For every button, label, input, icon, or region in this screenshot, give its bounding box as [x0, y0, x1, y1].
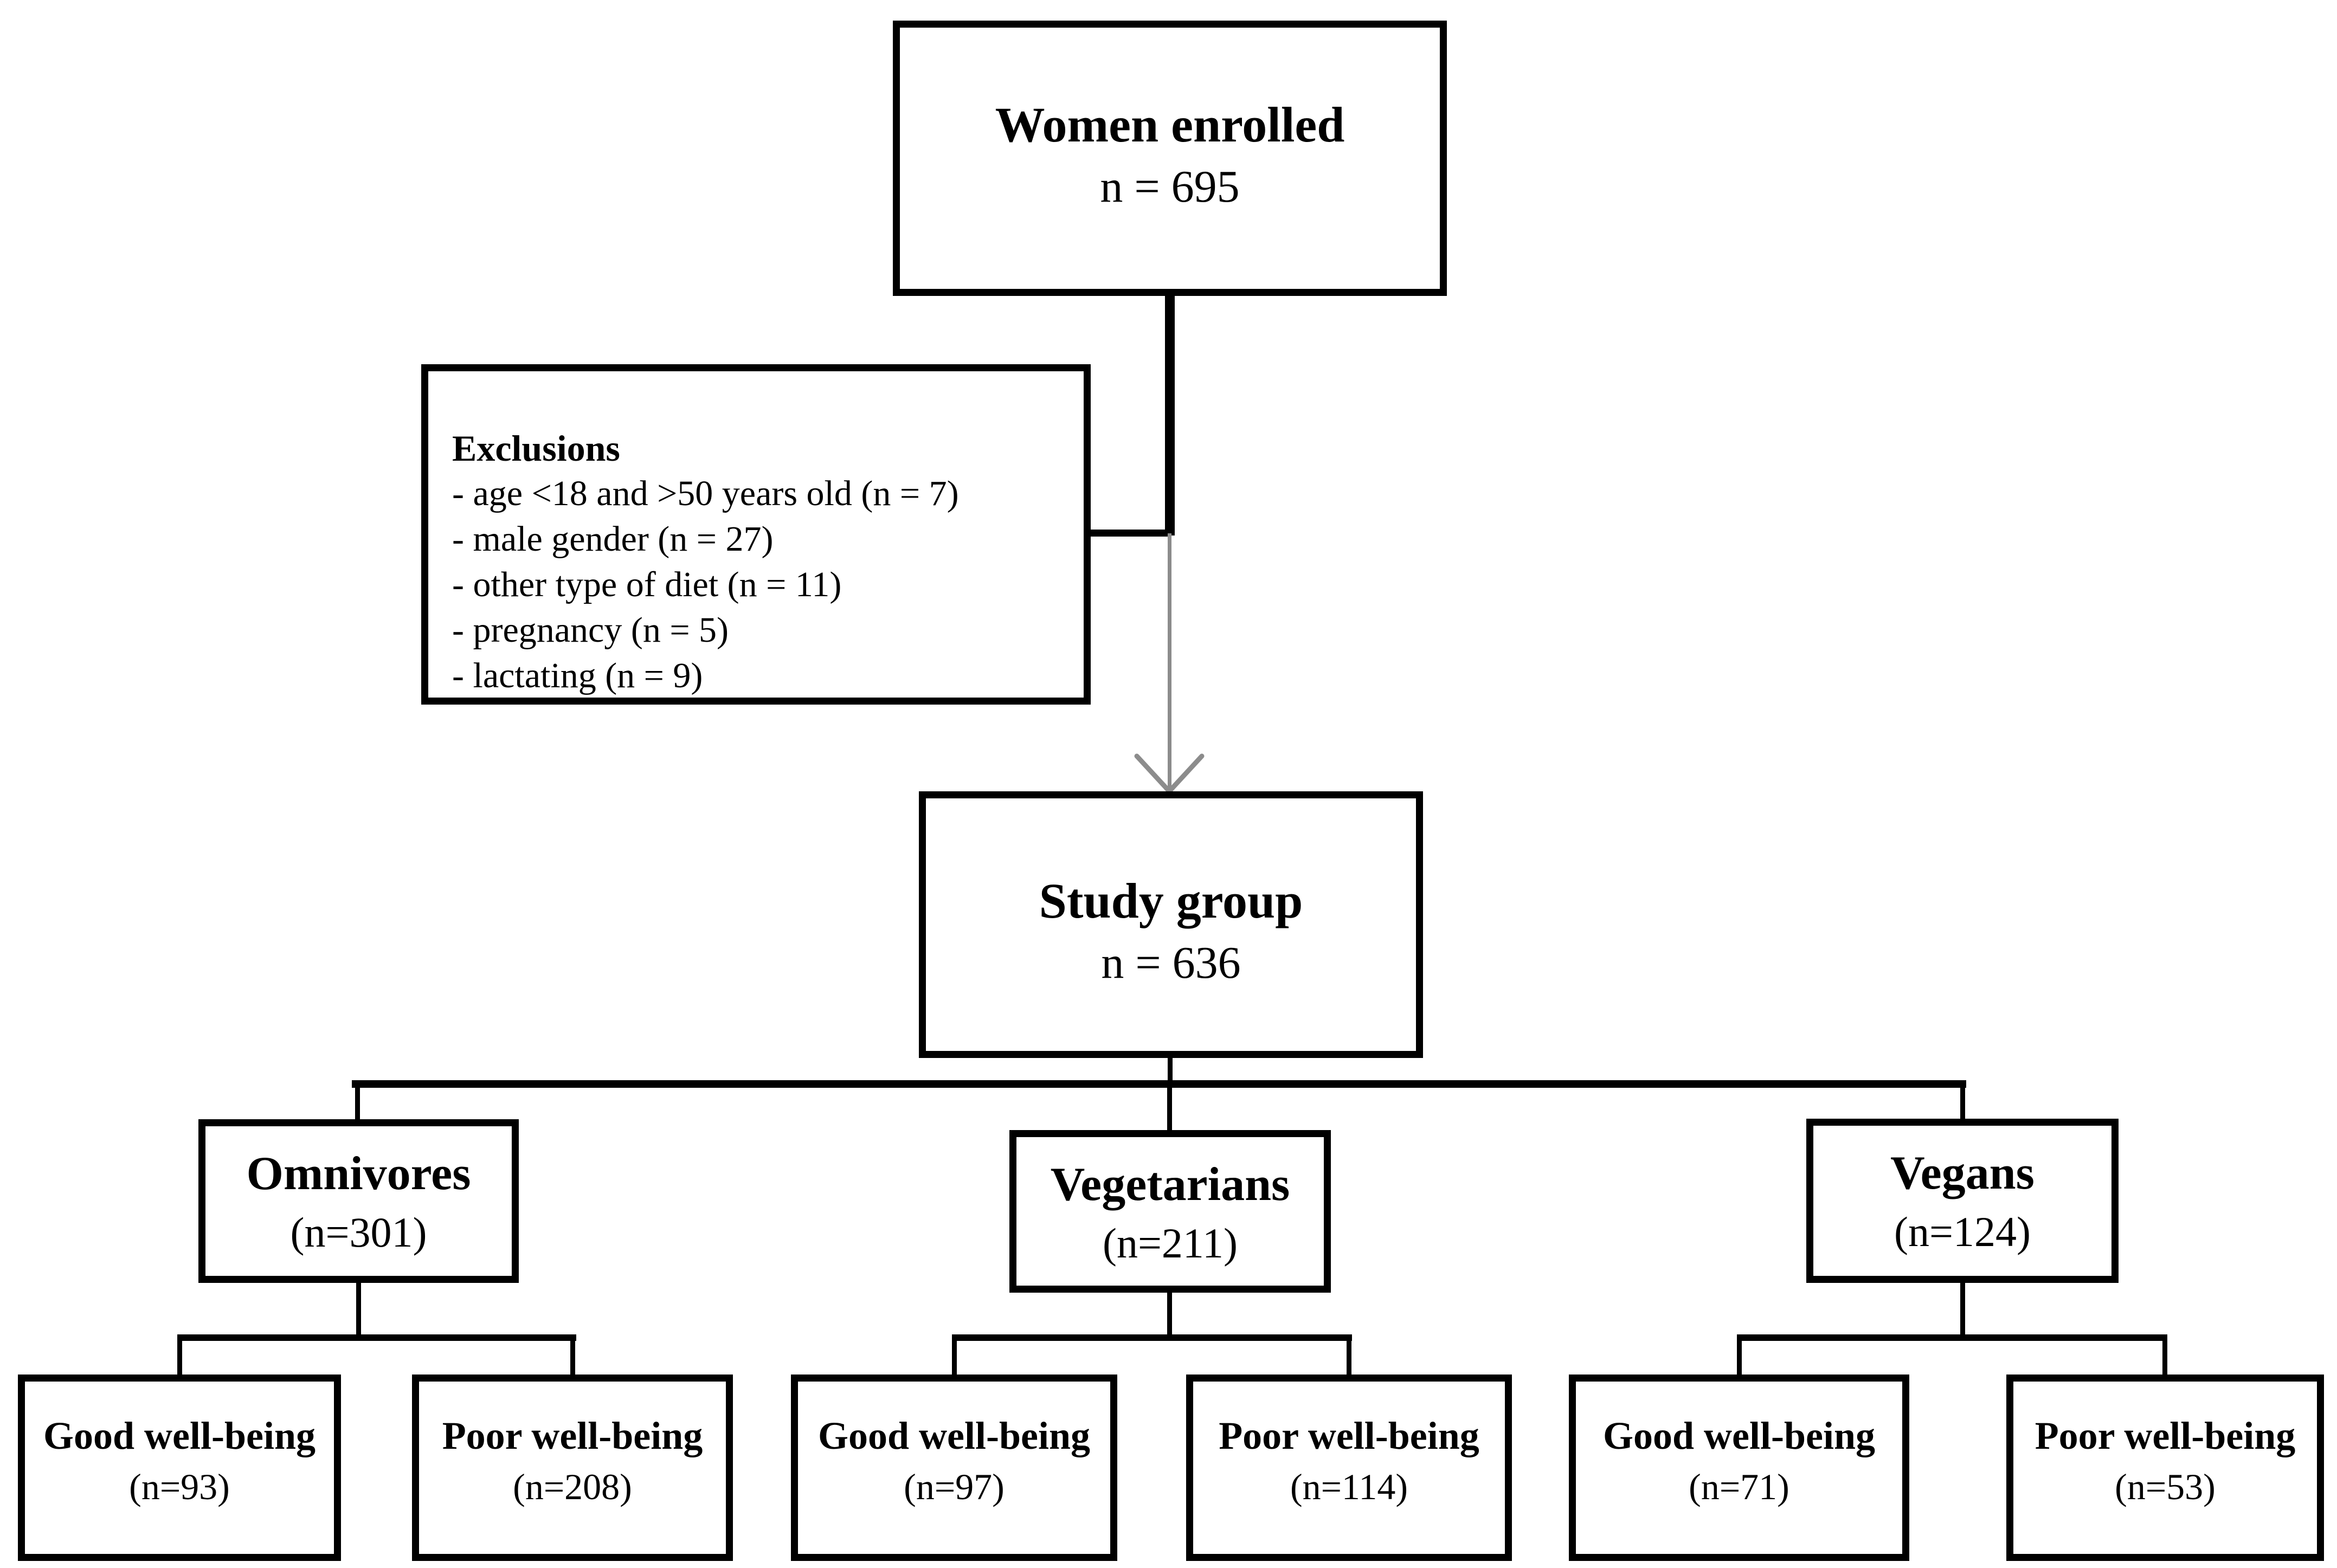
connector-vegetarians-good-drop [952, 1341, 957, 1377]
connector-women-to-junction [1165, 296, 1175, 535]
box-count: (n=97) [904, 1466, 1005, 1507]
box-count: (n=53) [2115, 1466, 2216, 1507]
box-title: Women enrolled [995, 97, 1345, 152]
exclusion-item-diet: - other type of diet (n = 11) [452, 565, 842, 604]
box-title: Poor well-being [2035, 1414, 2296, 1457]
box-vegetarians-poor-wellbeing: Poor well-being (n=114) [1186, 1375, 1512, 1561]
box-title: Good well-being [817, 1414, 1091, 1457]
box-exclusions: Exclusions - age <18 and >50 years old (… [421, 364, 1091, 705]
box-count: (n=208) [513, 1466, 632, 1507]
box-title: Poor well-being [442, 1414, 703, 1457]
box-vegetarians-good-wellbeing: Good well-being (n=97) [791, 1375, 1117, 1561]
box-count: (n=114) [1290, 1466, 1408, 1507]
box-vegetarians: Vegetarians (n=211) [1009, 1130, 1331, 1293]
exclusions-title: Exclusions [452, 428, 620, 469]
box-count: (n=93) [129, 1466, 230, 1507]
connector-vegetarians-bar [952, 1334, 1352, 1341]
exclusion-item-age: - age <18 and >50 years old (n = 7) [452, 474, 959, 513]
exclusion-item-gender: - male gender (n = 27) [452, 519, 774, 559]
box-omnivores-good-wellbeing: Good well-being (n=93) [18, 1375, 341, 1561]
box-count: (n=211) [1102, 1219, 1238, 1267]
connector-omnivores-poor-drop [570, 1341, 575, 1377]
box-count: (n=124) [1894, 1208, 2031, 1255]
box-title: Poor well-being [1219, 1414, 1479, 1457]
connector-omnivores-good-drop [177, 1341, 182, 1377]
connector-branch-bar [352, 1080, 1966, 1088]
box-title: Omnivores [246, 1147, 471, 1200]
box-title: Vegans [1890, 1147, 2035, 1199]
connector-vegans-poor-drop [2162, 1341, 2167, 1377]
exclusion-item-pregnancy: - pregnancy (n = 5) [452, 610, 729, 650]
connector-omnivores-down [356, 1283, 361, 1338]
box-title: Vegetarians [1050, 1158, 1290, 1211]
box-title: Good well-being [1602, 1414, 1876, 1457]
box-count: n = 636 [1101, 938, 1241, 988]
box-women-enrolled: Women enrolled n = 695 [893, 21, 1447, 296]
connector-drop-vegans [1960, 1088, 1965, 1121]
box-count: n = 695 [1100, 162, 1240, 212]
connector-drop-omnivores [355, 1088, 360, 1121]
box-title: Good well-being [43, 1414, 316, 1457]
box-vegans-good-wellbeing: Good well-being (n=71) [1569, 1375, 1909, 1561]
box-title: Study group [1039, 873, 1303, 928]
connector-omnivores-bar [177, 1334, 576, 1341]
box-count: (n=301) [290, 1209, 427, 1256]
box-study-group: Study group n = 636 [919, 791, 1423, 1058]
exclusion-item-lactating: - lactating (n = 9) [452, 656, 703, 695]
connector-vegetarians-poor-drop [1347, 1341, 1351, 1377]
connector-exclusions-to-trunk [1084, 530, 1171, 537]
connector-vegans-bar [1737, 1334, 2167, 1341]
connector-drop-vegetarians [1167, 1088, 1172, 1132]
connector-vegetarians-down [1167, 1293, 1172, 1338]
connector-vegans-down [1960, 1283, 1965, 1338]
arrow-down-icon [1134, 753, 1205, 795]
box-vegans-poor-wellbeing: Poor well-being (n=53) [2006, 1375, 2324, 1561]
box-count: (n=71) [1689, 1466, 1789, 1507]
box-vegans: Vegans (n=124) [1806, 1119, 2119, 1283]
box-omnivores: Omnivores (n=301) [198, 1119, 519, 1283]
connector-study-down [1168, 1058, 1173, 1083]
box-omnivores-poor-wellbeing: Poor well-being (n=208) [412, 1375, 733, 1561]
connector-vegans-good-drop [1737, 1341, 1742, 1377]
connector-junction-to-study [1168, 533, 1171, 791]
